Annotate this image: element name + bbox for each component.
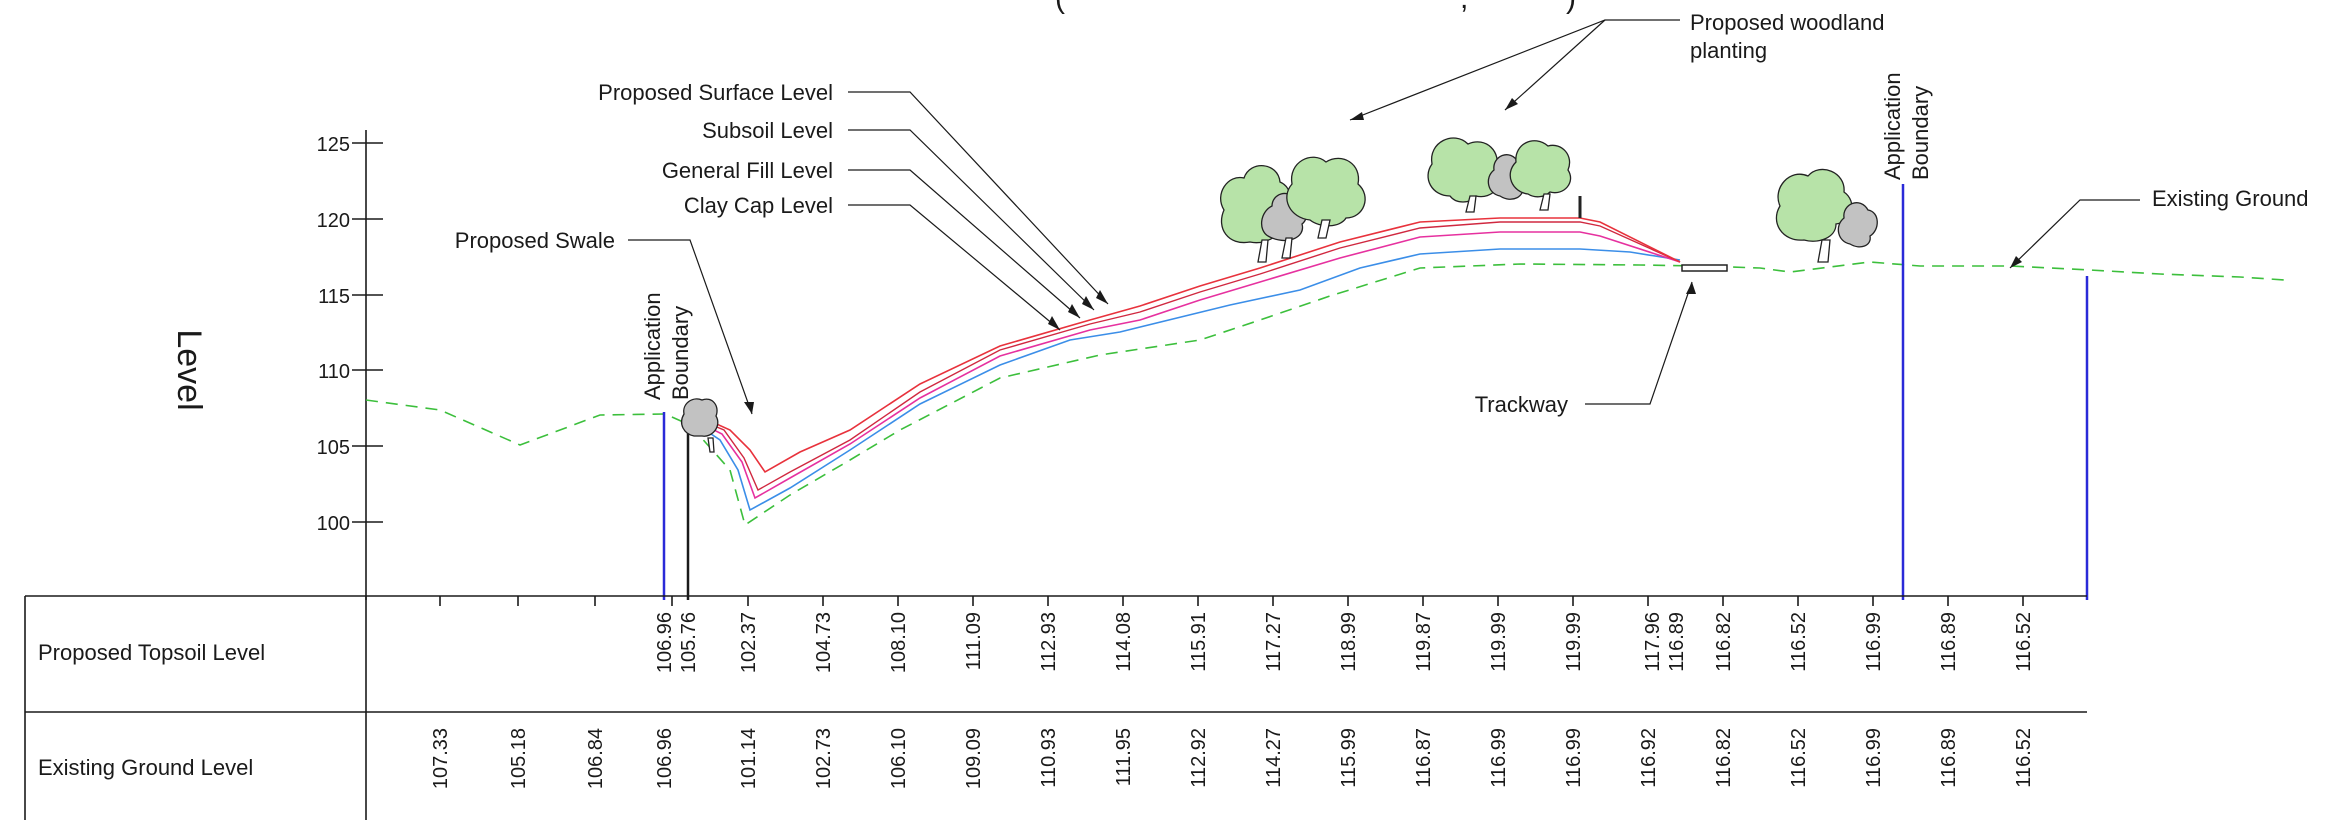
y-tick-label: 110 [318, 361, 350, 383]
leader-lines [628, 19, 2140, 415]
table-ticks [439, 596, 2024, 606]
table-value: 118.99 [1338, 612, 1360, 672]
clay-cap-label: Clay Cap Level [684, 193, 833, 218]
general-fill-line [689, 221, 1681, 491]
table-value: 105.76 [678, 612, 700, 673]
table-value: 116.82 [1713, 728, 1735, 788]
table-value: 117.96 [1642, 612, 1664, 672]
table-value: 116.89 [1938, 728, 1960, 788]
general-fill-label: General Fill Level [662, 158, 833, 183]
table-value: 116.82 [1713, 612, 1735, 672]
y-tick-label: 100 [317, 513, 350, 535]
table-value: 119.99 [1488, 612, 1510, 672]
table-value: 106.96 [654, 728, 676, 789]
table-value: 111.09 [963, 612, 985, 670]
table-value: 116.52 [1788, 612, 1810, 672]
proposed-surface-label: Proposed Surface Level [598, 80, 833, 105]
existing-ground-label: Existing Ground [2152, 186, 2309, 211]
table-value: 116.99 [1563, 728, 1585, 788]
table-value: 116.99 [1863, 728, 1885, 788]
table-value: 108.10 [888, 612, 910, 673]
table-value: 116.87 [1413, 728, 1435, 788]
table-value: 117.27 [1263, 612, 1285, 672]
application-boundary-label-line1: Application [640, 292, 665, 400]
table-value: 119.99 [1563, 612, 1585, 672]
application-boundary-label-line2: Boundary [1908, 86, 1933, 180]
table-value: 111.95 [1113, 728, 1135, 786]
tree-icon [1509, 140, 1582, 218]
woodland-label-line1: Proposed woodland [1690, 10, 1884, 35]
table-value: 114.27 [1263, 728, 1285, 788]
table-value: 110.93 [1038, 728, 1060, 788]
title-fragment-open: ( [1055, 0, 1065, 15]
row-label-existing: Existing Ground Level [38, 755, 253, 780]
table-value: 112.92 [1188, 728, 1210, 788]
table-value: 116.52 [2013, 728, 2035, 788]
application-boundary-label-line2: Boundary [668, 306, 693, 400]
proposed-surface-line [689, 217, 1681, 474]
table-value: 101.14 [738, 728, 760, 789]
table-value: 116.92 [1638, 728, 1660, 788]
proposed-swale-label: Proposed Swale [455, 228, 615, 253]
y-tick-label: 115 [318, 286, 350, 308]
y-axis-label: Level [170, 329, 208, 410]
table-value: 104.73 [813, 612, 835, 673]
table-value: 105.18 [508, 728, 530, 789]
existing-values: 107.33 105.18 106.84 106.96 101.14 102.73 106.… [430, 728, 2035, 789]
woodland-label-line2: planting [1690, 38, 1767, 63]
table-value: 115.99 [1338, 728, 1360, 788]
table-value: 116.52 [2013, 612, 2035, 672]
tree-icon [1775, 168, 1878, 263]
boundaries [662, 184, 2089, 600]
y-tick-label: 125 [317, 134, 350, 156]
y-tick-label: 120 [317, 210, 350, 232]
table-value: 102.37 [738, 612, 760, 673]
table-value: 116.89 [1938, 612, 1960, 672]
table-value: 106.10 [888, 728, 910, 789]
table-value: 109.09 [963, 728, 985, 789]
title-fragment-close: ) [1566, 0, 1576, 15]
table-value: 116.99 [1863, 612, 1885, 672]
table-value: 116.52 [1788, 728, 1810, 788]
table-value: 112.93 [1038, 612, 1060, 672]
table-value: 102.73 [813, 728, 835, 789]
table-value: 114.08 [1113, 612, 1135, 672]
y-axis: 125 120 115 110 105 100 Level [170, 130, 383, 600]
trackway-symbol [1681, 264, 1728, 272]
clay-cap-line [689, 248, 1681, 512]
table-value: 116.89 [1666, 612, 1688, 672]
tree-icons [680, 137, 1878, 453]
table-value: 115.91 [1188, 612, 1210, 672]
subsoil-label: Subsoil Level [702, 118, 833, 143]
title-fragment-mid: , [1460, 0, 1468, 15]
table-value: 116.99 [1488, 728, 1510, 788]
table-value: 106.96 [654, 612, 676, 673]
tree-icon [680, 398, 719, 453]
subsoil-line [689, 231, 1681, 500]
level-table: Proposed Topsoil Level Existing Ground L… [24, 595, 2087, 820]
row-label-topsoil: Proposed Topsoil Level [38, 640, 265, 665]
application-boundary-label-line1: Application [1880, 72, 1905, 180]
table-value: 107.33 [430, 728, 452, 789]
table-value: 106.84 [585, 728, 607, 789]
leader-arrows [744, 98, 2022, 414]
trackway-label: Trackway [1475, 392, 1568, 417]
y-tick-label: 105 [317, 437, 350, 459]
tree-icon [1286, 156, 1366, 239]
table-value: 119.87 [1413, 612, 1435, 672]
